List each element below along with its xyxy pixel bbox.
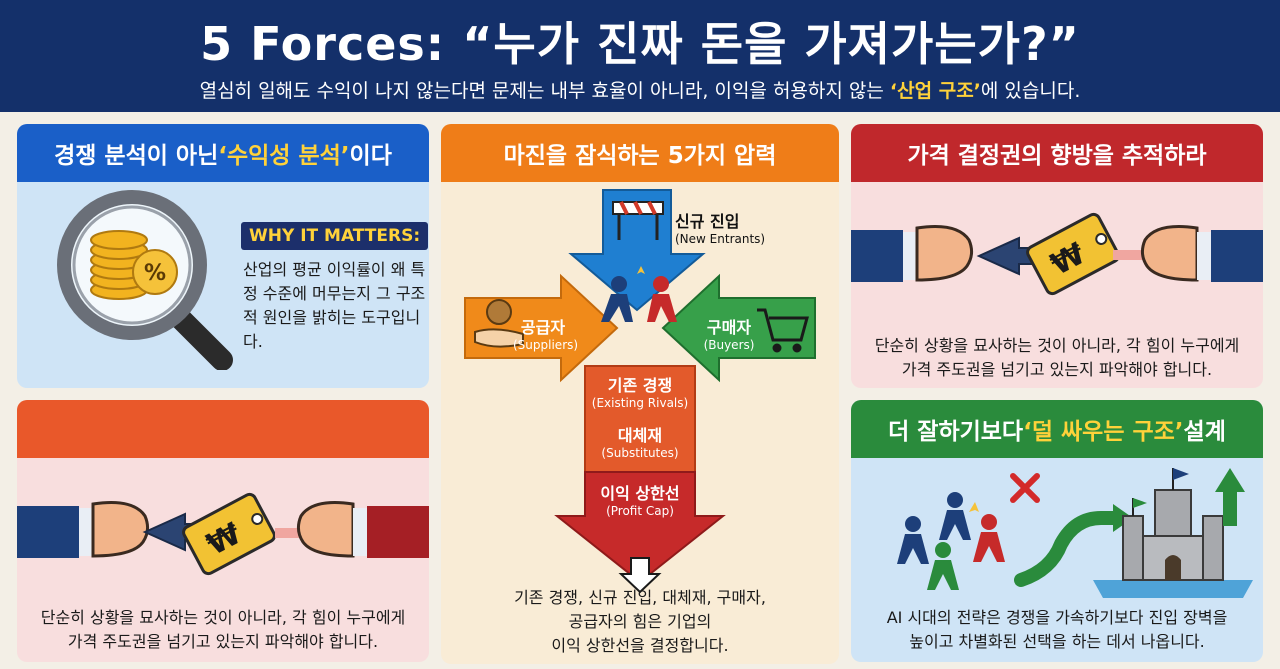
five-forces-diagram [464,189,816,594]
page-title: 5 Forces: “누가 진짜 돈을 가져가는가?” [200,17,1080,71]
buyers-en: (Buyers) [703,338,755,352]
card-left-bottom-bar [17,400,429,458]
fighting-people-icon [601,266,677,322]
barrier-icon [612,201,664,240]
rivals-label: 기존 경쟁 (Existing Rivals) [585,372,695,410]
card-five-forces: 마진을 잠식하는 5가지 압력 [441,124,839,664]
substitutes-label: 대체재 (Substitutes) [585,422,695,460]
new-entrants-ko: 신규 진입 [675,212,740,231]
tug-of-war-price-tag-icon: ₩ [17,492,429,576]
title-text: 경쟁 분석이 아닌 [54,143,219,169]
subtitle-highlight: ‘산업 구조’ [889,80,981,102]
profit-cap-label: 이익 상한선 (Profit Cap) [585,480,695,518]
rivals-en: (Existing Rivals) [591,396,689,410]
subtitle-end: 에 있습니다. [980,80,1081,102]
new-entrants-arrow [568,189,706,312]
card-profitability: 경쟁 분석이 아닌 ‘수익성 분석’이다 % WHY IT MATTERS: 산… [17,124,429,388]
title-highlight: ‘수익성 분석’ [218,143,350,169]
buyers-ko: 구매자 [706,318,752,337]
fighting-runners-icon [897,492,1005,590]
down-arrow-icon [618,557,662,594]
caption-line: 단순히 상황을 묘사하는 것이 아니라, 각 힘이 누구에게 [874,336,1240,355]
caption-line: 단순히 상황을 묘사하는 것이 아니라, 각 힘이 누구에게 [40,608,406,627]
tug-of-war-price-tag-icon: ₩ [851,212,1263,296]
buyers-arrow [661,273,816,383]
castle-escape-illustration [897,468,1253,598]
caption-line: 높이고 차별화된 선택을 하는 데서 나옵니다. [909,632,1205,651]
green-up-arrow-icon [1215,468,1245,526]
caption-line: 이익 상한선을 결정합니다. [551,636,729,655]
title-text: 더 잘하기보다 [888,419,1024,445]
card-profitability-title: 경쟁 분석이 아닌 ‘수익성 분석’이다 [17,124,429,182]
header-banner: 5 Forces: “누가 진짜 돈을 가져가는가?” 열심히 일해도 수익이 … [0,0,1280,112]
castle-icon [1093,468,1253,598]
subtitle-text: 열심히 일해도 수익이 나지 않는다면 문제는 내부 효율이 아니라, 이익을 … [199,80,890,102]
caption-line: 공급자의 힘은 기업의 [568,612,712,631]
why-it-matters-text: 산업의 평균 이익률이 왜 특정 수준에 머무는지 그 구조적 원인을 밝히는 … [243,260,426,351]
substitutes-ko: 대체재 [617,426,663,445]
card-price-power: 가격 결정권의 향방을 추적하라 ₩ 단순히 상황을 묘사하는 것이 아니라, … [851,124,1263,388]
rivals-ko: 기존 경쟁 [607,376,673,395]
card-price-power-left: ₩ 단순히 상황을 묘사하는 것이 아니라, 각 힘이 누구에게 가격 주도권을… [17,400,429,662]
caption-line: 가격 주도권을 넘기고 있는지 파악해야 합니다. [67,632,379,651]
card-left-bottom-caption: 단순히 상황을 묘사하는 것이 아니라, 각 힘이 누구에게 가격 주도권을 넘… [17,606,429,654]
page-subtitle: 열심히 일해도 수익이 나지 않는다면 문제는 내부 효율이 아니라, 이익을 … [0,76,1280,103]
card-price-power-caption: 단순히 상황을 묘사하는 것이 아니라, 각 힘이 누구에게 가격 주도권을 넘… [851,334,1263,382]
caption-line: AI 시대의 전략은 경쟁을 가속하기보다 진입 장벽을 [886,608,1228,627]
shopping-cart-icon [757,308,809,353]
card-less-fighting: 더 잘하기보다 ‘덜 싸우는 구조’ 설계 [851,400,1263,662]
profit-cap-en: (Profit Cap) [606,504,674,518]
why-it-matters-label: WHY IT MATTERS: [241,222,429,250]
suppliers-ko: 공급자 [520,318,566,337]
card-less-fighting-caption: AI 시대의 전략은 경쟁을 가속하기보다 진입 장벽을 높이고 차별화된 선택… [851,606,1263,654]
red-x-icon [1010,473,1040,503]
caption-line: 가격 주도권을 넘기고 있는지 파악해야 합니다. [901,360,1213,379]
magnifier-coins-percent-icon: % [57,190,233,370]
card-less-fighting-title: 더 잘하기보다 ‘덜 싸우는 구조’ 설계 [851,400,1263,458]
card-price-power-title: 가격 결정권의 향방을 추적하라 [851,124,1263,182]
suppliers-label: 공급자 (Suppliers) [513,314,579,352]
title-end: 설계 [1183,419,1226,445]
title-end: 이다 [349,143,392,169]
green-arrow [1014,511,1122,587]
caption-line: 기존 경쟁, 신규 진입, 대체재, 구매자, [514,588,766,607]
title-highlight: ‘덜 싸우는 구조’ [1023,419,1184,445]
profit-cap-arrow [554,471,726,584]
substitutes-en: (Substitutes) [601,446,679,460]
profit-cap-ko: 이익 상한선 [600,484,680,503]
card-five-forces-title: 마진을 잠식하는 5가지 압력 [441,124,839,182]
new-entrants-label: 신규 진입 (New Entrants) [675,208,795,246]
buyers-label: 구매자 (Buyers) [697,314,761,352]
suppliers-en: (Suppliers) [513,338,579,352]
money-bag-hand-icon [474,299,524,348]
svg-text:%: % [144,261,166,286]
new-entrants-en: (New Entrants) [675,232,766,246]
card-five-forces-caption: 기존 경쟁, 신규 진입, 대체재, 구매자, 공급자의 힘은 기업의 이익 상… [441,586,839,658]
